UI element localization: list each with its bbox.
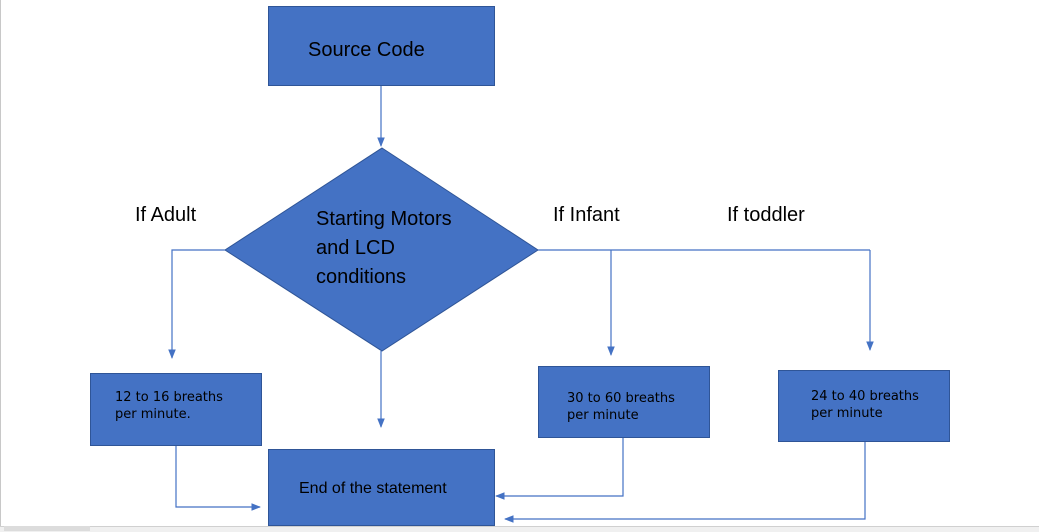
arrow-toddler-to-end — [504, 442, 866, 523]
toddler-rate-line1: 24 to 40 breaths — [811, 389, 919, 404]
source-code-label: Source Code — [308, 39, 425, 61]
page-edge — [0, 0, 1, 531]
decision-line2: and LCD — [316, 237, 395, 259]
branch-label-adult: If Adult — [135, 204, 197, 226]
decision-line3: conditions — [316, 266, 407, 288]
bottom-scroll-thumb[interactable] — [4, 526, 90, 531]
end-statement-label: End of the statement — [299, 480, 447, 497]
decision-line1: Starting Motors — [316, 208, 452, 230]
arrow-infant-to-end — [495, 438, 624, 500]
source-code-box: Source Code — [268, 6, 495, 86]
infant-rate-box: 30 to 60 breaths per minute — [538, 366, 710, 438]
arrow-adult-to-end — [175, 446, 261, 511]
bottom-scrollbar[interactable] — [0, 526, 1039, 532]
infant-rate-line2: per minute — [567, 408, 639, 423]
end-statement-box: End of the statement — [268, 449, 495, 526]
toddler-rate-line2: per minute — [811, 406, 883, 421]
infant-rate-line1: 30 to 60 breaths — [567, 391, 675, 406]
branch-label-toddler: If toddler — [727, 204, 805, 226]
branch-label-infant: If Infant — [553, 204, 620, 226]
toddler-rate-box: 24 to 40 breaths per minute — [778, 370, 950, 442]
adult-rate-line2: per minute. — [115, 407, 191, 422]
arrow-decision-to-adult — [168, 249, 225, 359]
adult-rate-box: 12 to 16 breaths per minute. — [90, 373, 262, 446]
adult-rate-line1: 12 to 16 breaths — [115, 390, 223, 405]
decision-diamond — [224, 147, 539, 352]
